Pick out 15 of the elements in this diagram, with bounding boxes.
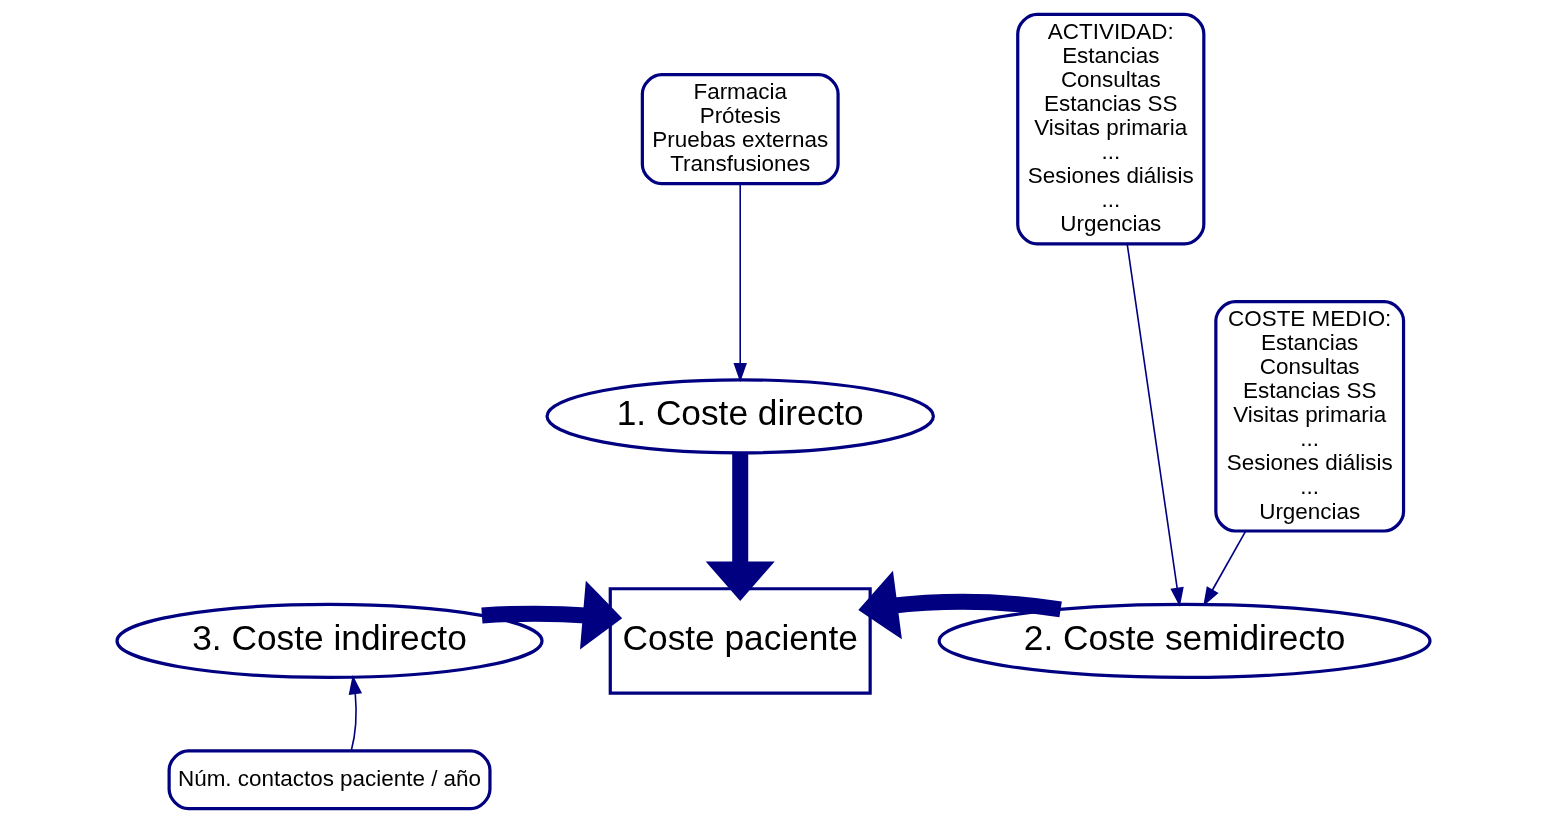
node-ellipse: 2. Coste semidirecto — [937, 602, 1432, 679]
node-box: Núm. contactos paciente / año — [167, 749, 492, 811]
node-box: ACTIVIDAD: Estancias Consultas Estancias SS Visitas primaria ... Sesiones diálisis ... Urgencias — [1015, 12, 1205, 246]
node-box: COSTE MEDIO: Estancias Consultas Estancias SS Visitas primaria ... Sesiones diálisis ... Urgencias — [1213, 300, 1405, 533]
arrow — [1125, 243, 1184, 607]
arrow — [705, 453, 775, 601]
node-ellipse: 1. Coste directo — [544, 378, 935, 455]
node-box: Farmacia Prótesis Pruebas externas Transfusiones — [640, 73, 840, 186]
node-box: Coste paciente — [608, 587, 872, 695]
node-ellipse: 3. Coste indirecto — [114, 602, 544, 679]
arrow — [732, 183, 747, 383]
arrow — [348, 675, 362, 752]
arrow — [480, 580, 622, 650]
arrow — [857, 570, 1062, 640]
arrow — [1202, 530, 1246, 607]
